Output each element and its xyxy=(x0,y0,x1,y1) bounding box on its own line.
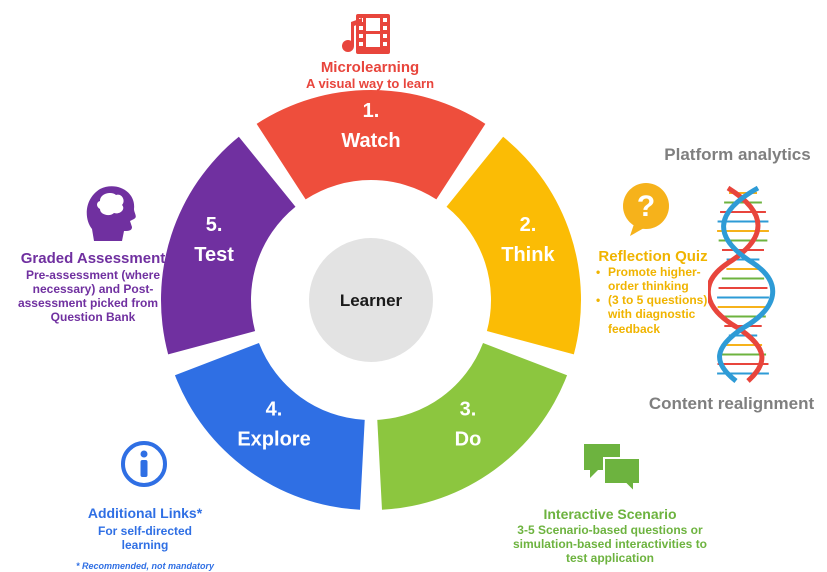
segment-think xyxy=(446,136,582,355)
segment-think-label: Think xyxy=(501,244,555,266)
interactive-scenario-title: Interactive Scenario xyxy=(543,506,677,522)
chat-bubbles-icon xyxy=(584,444,641,495)
reflection-quiz-bullet: Promote higher-order thinking xyxy=(596,265,726,293)
segment-explore xyxy=(174,343,365,510)
reflection-quiz-bullet: (3 to 5 questions) with diagnostic feedb… xyxy=(596,293,726,335)
dna-helix-icon xyxy=(708,185,776,383)
question-bubble-icon: ? xyxy=(623,183,669,236)
segment-test xyxy=(161,136,296,355)
segment-test-label: Test xyxy=(194,244,234,266)
segment-explore-number: 4. xyxy=(266,398,283,420)
segment-watch-number: 1. xyxy=(363,100,380,122)
segment-test-number: 5. xyxy=(206,214,223,236)
content-realignment-label: Content realignment xyxy=(648,394,815,413)
info-circle-icon xyxy=(121,441,167,487)
segment-do-label: Do xyxy=(455,428,482,450)
additional-links-title: Additional Links* xyxy=(87,505,203,521)
graded-assessment-description: Pre-assessment (where necessary) and Pos… xyxy=(17,268,169,325)
segment-watch-label: Watch xyxy=(341,130,400,152)
learner-center-label: Learner xyxy=(340,291,403,310)
segment-do xyxy=(377,343,568,510)
svg-text:?: ? xyxy=(637,190,655,223)
reflection-quiz-title: Reflection Quiz xyxy=(598,248,708,265)
segment-think-number: 2. xyxy=(520,214,537,236)
segment-explore-label: Explore xyxy=(237,428,310,450)
interactive-scenario-description: 3-5 Scenario-based questions or simulati… xyxy=(512,523,708,566)
microlearning-title: Microlearning xyxy=(320,59,420,76)
head-brain-icon xyxy=(86,186,136,241)
segment-do-number: 3. xyxy=(460,398,477,420)
additional-links-note: * Recommended, not mandatory xyxy=(75,561,215,571)
platform-analytics-label: Platform analytics xyxy=(664,145,811,164)
additional-links-description: For self-directed learning xyxy=(97,524,193,553)
music-film-icon xyxy=(342,14,390,54)
reflection-quiz-bullets: Promote higher-order thinking (3 to 5 qu… xyxy=(596,265,726,336)
segment-watch xyxy=(256,90,486,200)
microlearning-subtitle: A visual way to learn xyxy=(305,76,435,91)
learner-center-circle xyxy=(309,238,433,362)
graded-assessment-title: Graded Assessment xyxy=(20,250,166,267)
